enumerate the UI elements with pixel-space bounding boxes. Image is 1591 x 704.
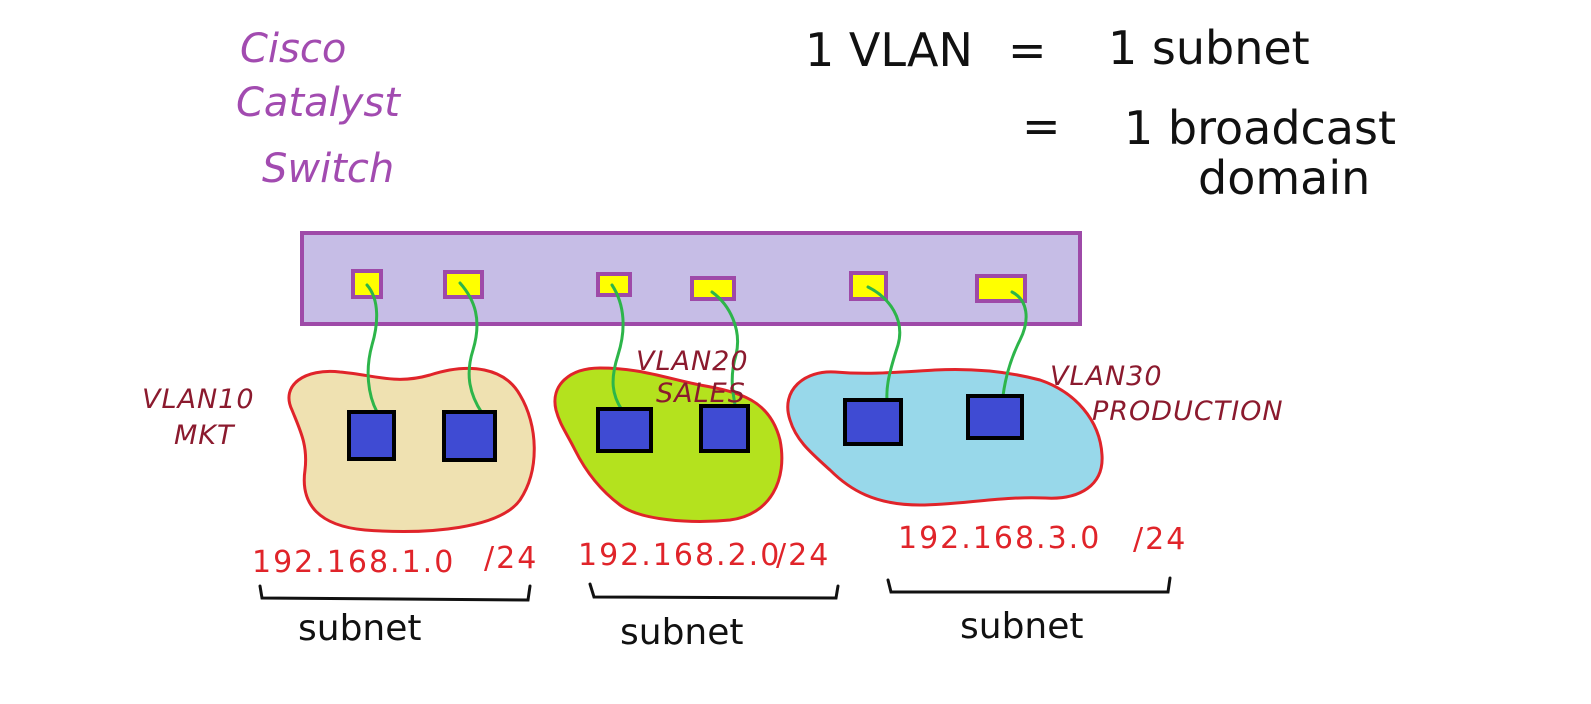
host-computer: [347, 410, 396, 461]
host-computer: [596, 407, 653, 453]
cable: [365, 283, 379, 414]
vlan10-mask: /24: [484, 541, 538, 576]
switch-port: [690, 276, 736, 301]
cables: [365, 281, 1028, 415]
host-computer: [966, 394, 1024, 440]
cable: [710, 290, 739, 412]
note-equals-1: =: [1008, 23, 1047, 77]
switch-label-line-3: Switch: [262, 146, 394, 192]
note-subnet: 1 subnet: [1108, 21, 1310, 75]
host-computer: [442, 410, 497, 462]
subnet-braces: [258, 576, 1172, 602]
vlan20-name: VLAN20: [636, 346, 749, 377]
subnet-label-3: subnet: [960, 606, 1084, 647]
vlan10-cloud: [287, 366, 536, 533]
note-domain: domain: [1198, 151, 1370, 205]
vlan30-dept: PRODUCTION: [1092, 396, 1284, 427]
vlan10-name: VLAN10: [142, 384, 255, 415]
vlan-labels: VLAN10 MKT VLAN20 SALES VLAN30 PRODUCTIO…: [142, 346, 1284, 451]
vlan30-ip: 192.168.3.0: [898, 521, 1101, 556]
vlan20-dept: SALES: [656, 378, 746, 409]
ip-addresses: 192.168.1.0 /24 192.168.2.0 /24 192.168.…: [252, 521, 1187, 580]
switch-label: Cisco Catalyst Switch: [236, 26, 401, 192]
subnet-labels: subnet subnet subnet: [298, 606, 1084, 653]
vlan20-ip: 192.168.2.0: [578, 538, 781, 573]
host-computer: [699, 404, 750, 453]
cable: [866, 285, 902, 402]
vlan30-name: VLAN30: [1050, 361, 1163, 392]
note-vlan: 1 VLAN: [805, 23, 973, 77]
equivalence-notes: 1 VLAN = 1 subnet = 1 broadcast domain: [805, 21, 1396, 205]
hosts: [347, 394, 1024, 462]
brace: [588, 582, 840, 600]
cable: [1001, 290, 1028, 398]
switch-port: [443, 270, 484, 299]
brace: [258, 584, 532, 602]
host-computer: [843, 398, 903, 446]
switch-label-line-1: Cisco: [240, 26, 346, 72]
vlan20-mask: /24: [776, 538, 830, 573]
switch-port: [596, 272, 632, 297]
cable: [458, 281, 484, 415]
subnet-label-1: subnet: [298, 608, 422, 649]
brace: [886, 576, 1172, 594]
vlan10-ip: 192.168.1.0: [252, 545, 455, 580]
vlan30-mask: /24: [1133, 522, 1187, 557]
note-broadcast: 1 broadcast: [1124, 101, 1396, 155]
note-equals-2: =: [1022, 99, 1061, 153]
cable: [610, 283, 625, 412]
subnet-label-2: subnet: [620, 612, 744, 653]
vlan10-dept: MKT: [174, 420, 236, 451]
switch-label-line-2: Catalyst: [236, 80, 401, 126]
